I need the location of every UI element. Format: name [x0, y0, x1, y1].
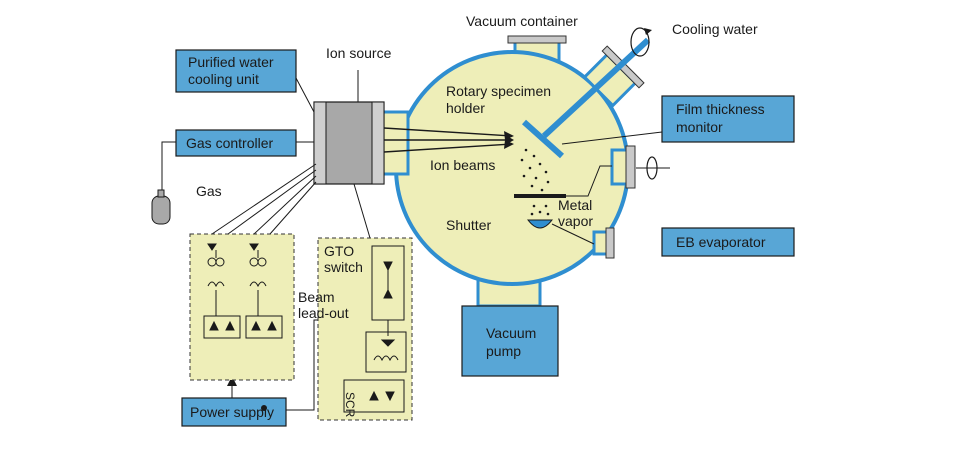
film-thickness-label-1: Film thickness: [676, 101, 765, 117]
beam-leadout-label-2: lead-out: [298, 305, 349, 321]
rotation-arrowhead-icon: [644, 28, 652, 35]
power-supply-label: Power supply: [190, 404, 274, 420]
rotary-holder-label-2: holder: [446, 100, 485, 116]
gas-cylinder: [151, 189, 171, 225]
ion-source-flange-right: [371, 101, 385, 185]
film-thickness-box: Film thickness monitor: [661, 95, 795, 143]
eb-connection-line: [551, 223, 595, 245]
beam-leadout-label-1: Beam: [298, 289, 335, 305]
gas-cylinder-valve: [157, 189, 165, 198]
shutter-label: Shutter: [446, 217, 491, 233]
gas-controller-box: Gas controller: [175, 129, 297, 157]
metal-vapor-dots: [520, 148, 550, 216]
ion-source-label: Ion source: [326, 45, 392, 61]
rotary-holder-label-1: Rotary specimen: [446, 83, 551, 99]
gto-switch-label-2: switch: [324, 259, 363, 275]
ion-beams: [383, 127, 514, 153]
eb-port-flange: [605, 227, 615, 259]
gas-cylinder-body: [151, 195, 171, 225]
power-panel-box: [189, 233, 295, 381]
shutter-feed-line: [566, 165, 612, 197]
power-supply-dot: [261, 405, 267, 411]
eb-evaporator-box: EB evaporator: [661, 227, 795, 257]
holder-rod: [541, 37, 651, 139]
eb-evaporator-label: EB evaporator: [676, 234, 766, 250]
right-port-flange: [625, 145, 636, 189]
ion-source: [313, 70, 385, 185]
vacuum-pump-box: Vacuum pump: [461, 305, 559, 377]
crucible: [526, 219, 554, 229]
inductor-box: [365, 331, 407, 373]
gto-switch-label-1: GTO: [324, 243, 354, 259]
vacuum-pump-label-1: Vacuum: [486, 325, 536, 341]
vacuum-pump-label-2: pump: [486, 343, 521, 359]
power-panel: [189, 233, 295, 381]
rotary-specimen-holder: [521, 27, 652, 159]
gto-panel-box: [317, 237, 413, 421]
cooling-water-label: Cooling water: [672, 21, 758, 37]
gto-panel: [317, 237, 413, 421]
purified-water-box: Purified water cooling unit: [175, 49, 297, 93]
vacuum-container-label: Vacuum container: [466, 13, 578, 29]
power-arrow-icon: [227, 376, 237, 386]
film-monitor-line: [561, 131, 663, 145]
gas-controller-label: Gas controller: [186, 135, 273, 151]
gas-label: Gas: [196, 183, 222, 199]
metal-vapor-label-1: Metal: [558, 197, 592, 213]
film-thickness-label-2: monitor: [676, 119, 723, 135]
scr-box: [343, 379, 405, 413]
ion-beams-label: Ion beams: [430, 157, 495, 173]
metal-vapor-label-2: vapor: [558, 213, 593, 229]
ion-source-flange-left: [313, 101, 327, 185]
top-port-flange: [507, 35, 567, 44]
chamber-left-port: [380, 110, 410, 176]
purified-water-label-2: cooling unit: [188, 71, 259, 87]
scr-label: SCR: [343, 392, 357, 418]
rotation-arrow-icon: [630, 27, 650, 57]
purified-water-label-1: Purified water: [188, 54, 274, 70]
holder-plate: [521, 119, 565, 159]
power-supply-box: Power supply: [181, 397, 287, 427]
